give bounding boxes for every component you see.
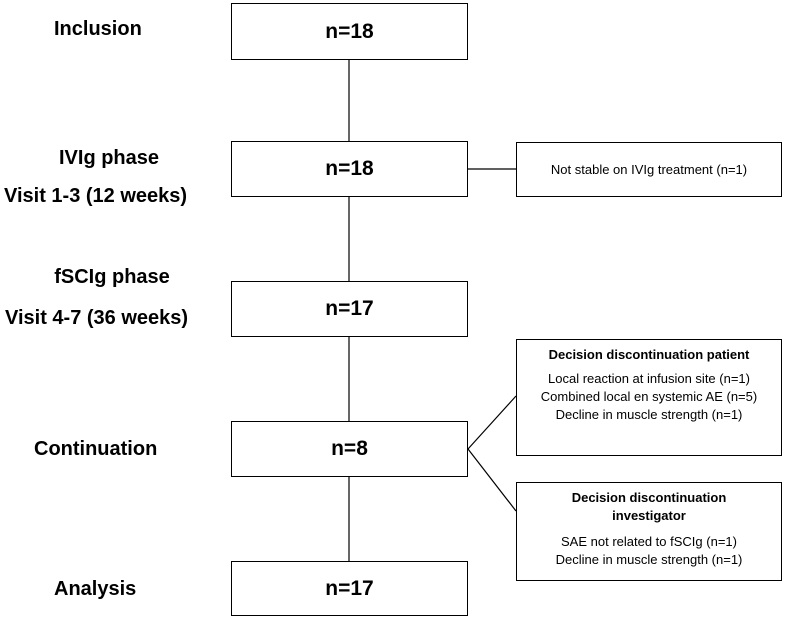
count-fscig: n=17: [325, 297, 374, 320]
label-fscig-phase: fSCIg phase: [54, 266, 170, 288]
patient-decision-item: Decline in muscle strength (n=1): [555, 407, 743, 422]
investigator-decision-title-line1: Decision discontinuation: [571, 490, 727, 505]
label-inclusion: Inclusion: [54, 18, 142, 40]
box-inclusion: n=18: [231, 3, 468, 60]
label-ivig-phase: IVIg phase: [58, 147, 160, 169]
connector-continuation-patient: [467, 395, 517, 450]
investigator-decision-item: SAE not related to fSCIg (n=1): [561, 534, 737, 549]
label-fscig-visits: Visit 4-7 (36 weeks): [5, 307, 189, 329]
box-ivig-exclusion: Not stable on IVIg treatment (n=1): [516, 142, 782, 197]
box-patient-decision: Decision discontinuation patient Local r…: [516, 339, 782, 456]
investigator-decision-item: Decline in muscle strength (n=1): [555, 552, 743, 567]
label-continuation: Continuation: [34, 438, 158, 460]
box-ivig: n=18: [231, 141, 468, 197]
count-analysis: n=17: [325, 576, 374, 600]
box-analysis: n=17: [231, 561, 468, 616]
label-analysis: Analysis: [54, 578, 137, 600]
label-ivig-visits: Visit 1-3 (12 weeks): [4, 185, 188, 207]
box-investigator-decision: Decision discontinuation investigator SA…: [516, 482, 782, 581]
patient-decision-title: Decision discontinuation patient: [548, 347, 750, 362]
patient-decision-item: Local reaction at infusion site (n=1): [548, 371, 750, 386]
connector-continuation-investigator: [467, 448, 517, 512]
box-continuation: n=8: [231, 421, 468, 477]
ivig-exclusion-text: Not stable on IVIg treatment (n=1): [550, 161, 748, 177]
investigator-decision-title-line2: investigator: [612, 508, 686, 523]
box-fscig: n=17: [231, 281, 468, 337]
count-inclusion: n=18: [325, 19, 374, 43]
count-continuation: n=8: [331, 437, 368, 460]
count-ivig: n=18: [325, 157, 374, 180]
patient-decision-item: Combined local en systemic AE (n=5): [540, 389, 758, 404]
